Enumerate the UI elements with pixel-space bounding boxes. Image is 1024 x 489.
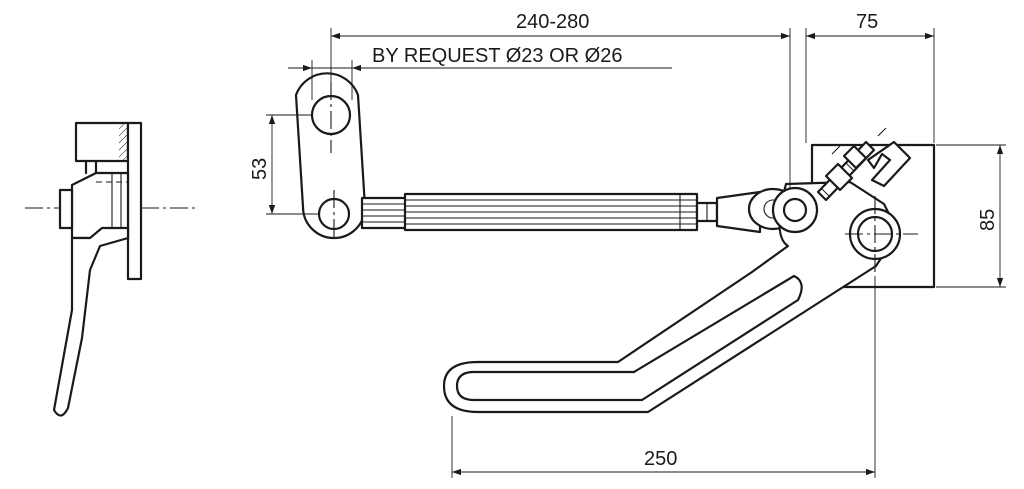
dimensions: 240-280 75 BY REQUEST Ø23 OR Ø26 53 85 2… bbox=[249, 11, 1006, 478]
dim-overall-length: 250 bbox=[644, 448, 677, 470]
lever-handle-slot bbox=[455, 274, 803, 402]
adjusting-screw bbox=[816, 127, 912, 202]
screw-nut-lower bbox=[824, 162, 854, 192]
screw-nut-upper bbox=[842, 144, 868, 170]
dim-request-note: BY REQUEST Ø23 OR Ø26 bbox=[372, 45, 622, 67]
side-view-mounting-plate bbox=[126, 121, 143, 281]
side-view bbox=[25, 121, 195, 417]
side-view-hatch bbox=[119, 123, 128, 161]
dim-eye-spacing: 53 bbox=[249, 158, 271, 180]
front-view bbox=[294, 72, 936, 414]
dim-plate-height: 85 bbox=[977, 209, 999, 231]
side-view-handle bbox=[52, 226, 130, 417]
dim-bracket-width: 75 bbox=[856, 11, 878, 33]
dim-rod-length: 240-280 bbox=[516, 11, 589, 33]
turnbuckle-tube bbox=[403, 192, 699, 232]
lever-arm bbox=[442, 180, 900, 414]
threaded-rod bbox=[360, 196, 408, 230]
side-view-hub bbox=[70, 171, 130, 240]
screw-bracket bbox=[866, 140, 912, 188]
side-view-boss bbox=[58, 188, 74, 230]
